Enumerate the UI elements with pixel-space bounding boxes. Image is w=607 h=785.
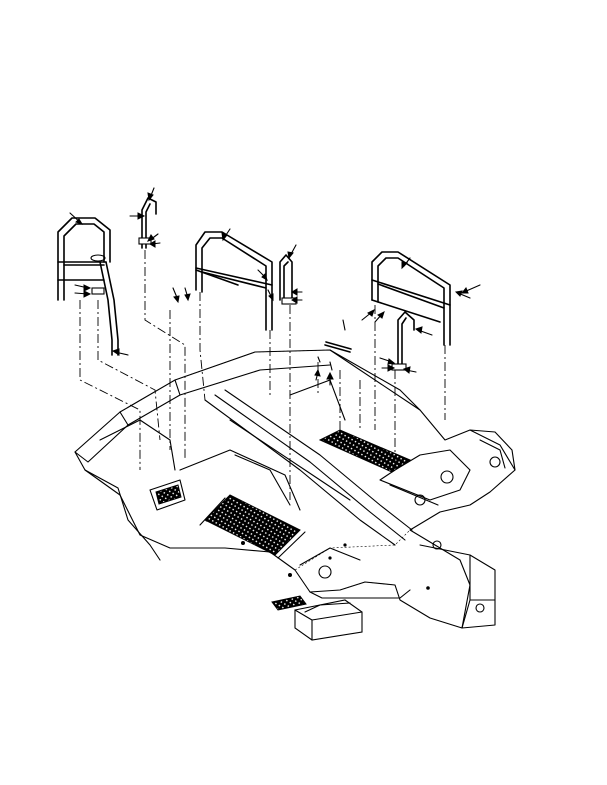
handrail-center (195, 231, 273, 331)
rivet-lines (74, 349, 411, 591)
handrail-right-post (391, 311, 415, 371)
handrail-left (57, 217, 119, 356)
chassis-frame (74, 349, 516, 641)
assembly-centerlines (79, 250, 446, 500)
loose-hardware (317, 319, 352, 371)
handrail-right (371, 251, 451, 346)
handrail-center-post (279, 254, 297, 305)
grab-handle (138, 197, 157, 249)
walkway-treads (199, 429, 412, 559)
leader-arrows (69, 187, 481, 386)
